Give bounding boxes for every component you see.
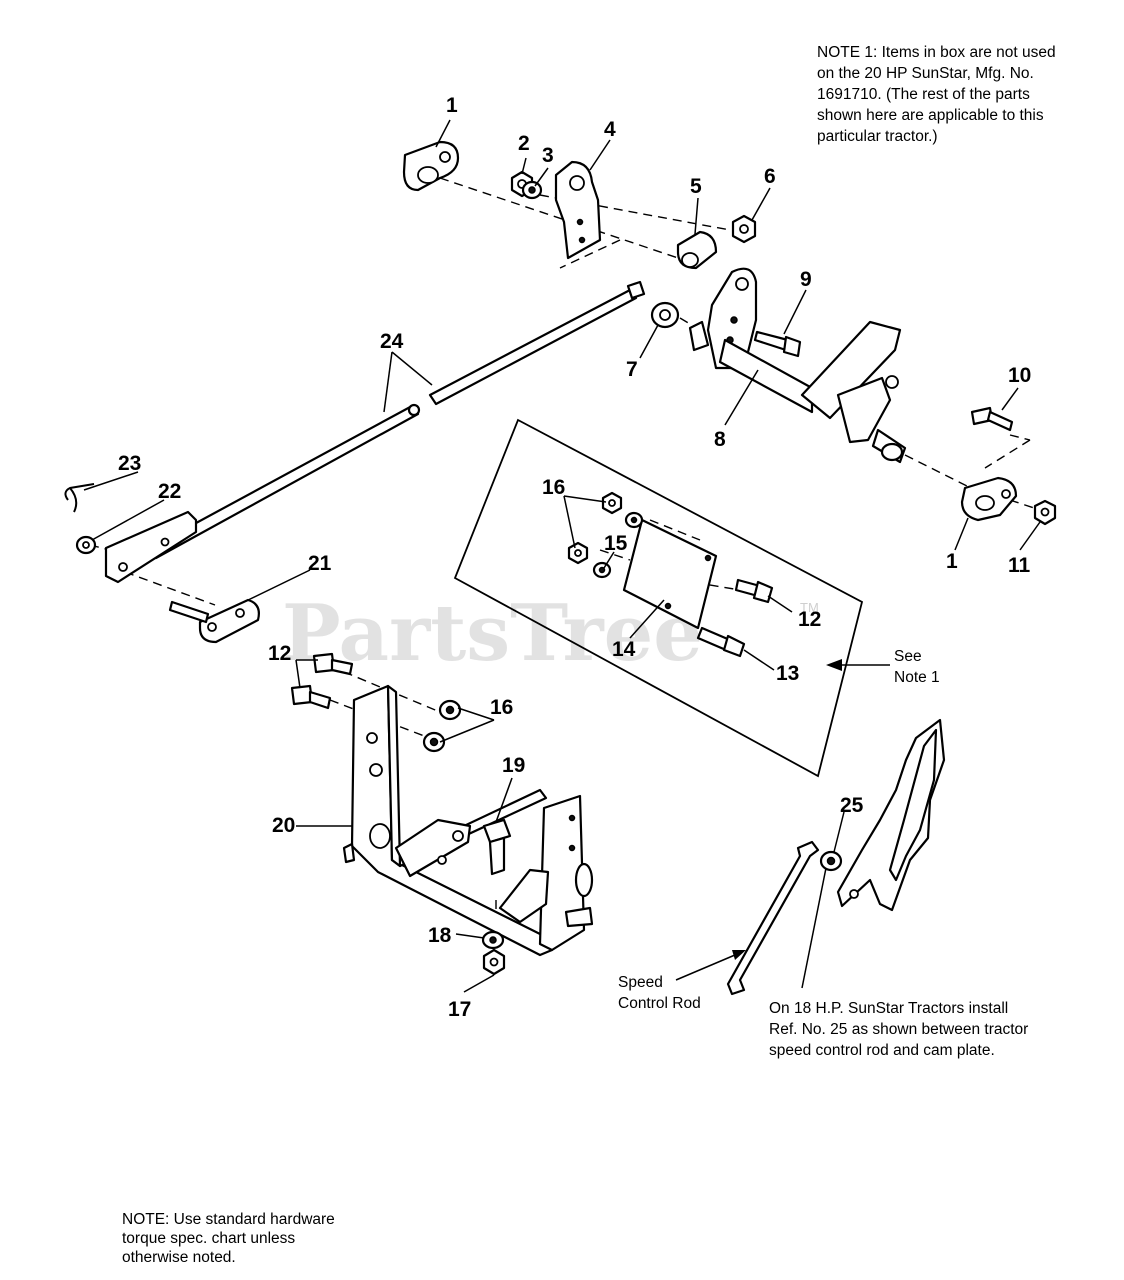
- part-16-nuts-bracket: [422, 699, 462, 753]
- callout-16-box: 16: [542, 476, 565, 499]
- callout-9: 9: [800, 268, 812, 291]
- callout-1-top: 1: [446, 94, 458, 117]
- part-17-nut: [482, 948, 506, 976]
- callout-5: 5: [690, 175, 702, 198]
- part-12-bolt-box: [734, 578, 774, 604]
- callout-numbers: 1 2 3 4 5 6 7 8 9 10 1 11 23 22 24 21 12…: [118, 94, 1031, 1021]
- callout-10: 10: [1008, 364, 1031, 387]
- note-1-box: [453, 418, 864, 778]
- part-11-nut: [1033, 499, 1057, 526]
- speed-control-rod-label: Speed Control Rod: [618, 974, 701, 1012]
- watermark-tm: TM: [800, 600, 819, 615]
- part-15-washer-a: [624, 511, 644, 529]
- install-note: On 18 H.P. SunStar Tractors install Ref.…: [769, 1000, 1029, 1059]
- part-3-washer: [521, 180, 543, 200]
- callout-25: 25: [840, 794, 864, 817]
- part-14-plate: [622, 518, 718, 630]
- part-7-washer: [650, 301, 680, 329]
- leader-lines: [83, 119, 1041, 993]
- part-1-top-block: [402, 140, 460, 192]
- hardware-note: NOTE: Use standard hardware torque spec.…: [122, 1211, 335, 1266]
- part-18-washer: [481, 930, 505, 950]
- part-13-bolt-box: [696, 626, 746, 658]
- callout-1-lower: 1: [946, 550, 958, 573]
- part-8-shaft-assembly: [688, 267, 907, 464]
- callout-14: 14: [612, 638, 636, 661]
- callout-2: 2: [518, 132, 530, 155]
- part-25-washer: [819, 850, 843, 872]
- callout-16-bracket: 16: [490, 696, 513, 719]
- part-20-u-bracket: [342, 684, 594, 957]
- part-12-bolts-bracket: [290, 652, 354, 710]
- part-6-nut: [731, 214, 757, 244]
- callout-24: 24: [380, 330, 404, 353]
- callout-18: 18: [428, 924, 452, 947]
- speed-rod-arrowhead: [732, 950, 746, 960]
- callout-13: 13: [776, 662, 799, 685]
- callout-17: 17: [448, 998, 471, 1021]
- note-1: NOTE 1: Items in box are not used on the…: [817, 44, 1056, 145]
- callout-6: 6: [764, 165, 776, 188]
- part-16-nut-box-b: [567, 541, 589, 565]
- part-10-bolt: [970, 406, 1014, 432]
- cam-plate: [836, 718, 946, 912]
- callout-4: 4: [604, 118, 616, 141]
- callout-3: 3: [542, 144, 554, 167]
- callout-19: 19: [502, 754, 525, 777]
- part-1-lower-block: [960, 476, 1018, 522]
- callout-20: 20: [272, 814, 295, 837]
- part-9-bolt: [753, 330, 802, 358]
- see-note-1: See Note 1: [894, 648, 940, 686]
- callout-7: 7: [626, 358, 638, 381]
- part-21-pin-plate: [168, 598, 260, 644]
- part-23-hairpin: [64, 483, 95, 513]
- callout-21: 21: [308, 552, 332, 575]
- part-22-link-plate: [104, 510, 198, 584]
- speed-control-rod: [726, 840, 820, 996]
- callout-12-bracket: 12: [268, 642, 291, 665]
- callout-11: 11: [1008, 554, 1031, 577]
- part-5-spacer: [676, 230, 718, 270]
- part-22-washer: [75, 535, 97, 555]
- part-19-bolt: [482, 818, 512, 876]
- part-16-nut-box-a: [601, 491, 623, 515]
- part-24-rods: [148, 280, 646, 560]
- callout-15: 15: [604, 532, 628, 555]
- callout-8: 8: [714, 428, 726, 451]
- part-15-washer-b: [592, 561, 612, 579]
- callout-12-box: 12: [798, 608, 821, 631]
- callout-22: 22: [158, 480, 181, 503]
- part-4-bracket: [554, 160, 602, 260]
- see-note-arrowhead: [826, 659, 842, 671]
- callout-23: 23: [118, 452, 141, 475]
